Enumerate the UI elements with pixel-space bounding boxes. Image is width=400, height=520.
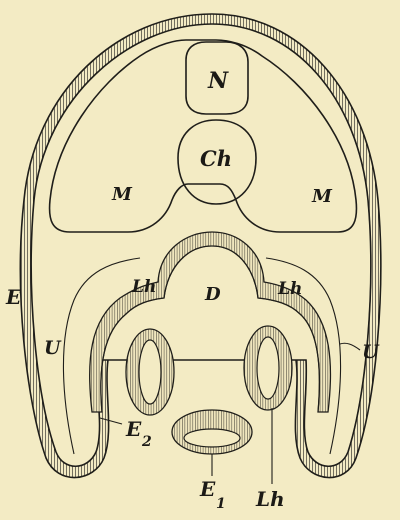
- label-Ch: Ch: [200, 146, 232, 171]
- label-E1: E: [199, 477, 216, 501]
- label-E: E: [5, 285, 22, 309]
- gut-endoderm-arch: [90, 232, 331, 412]
- label-E2-main: E: [125, 417, 142, 441]
- label-E2: E: [125, 417, 142, 441]
- ring-bottom-inner: [184, 429, 240, 447]
- pointer-u-right: [340, 343, 360, 350]
- label-U-left: U: [44, 337, 62, 359]
- label-E2-subscript: 2: [141, 434, 152, 450]
- label-Lh-bottom: Lh: [255, 487, 285, 511]
- label-N: N: [207, 68, 229, 94]
- label-E1-main: E: [199, 477, 216, 501]
- ring-right-inner: [257, 337, 279, 399]
- label-U-right: U: [362, 341, 380, 363]
- label-E1-subscript: 1: [216, 496, 226, 512]
- ring-left-inner: [139, 340, 161, 404]
- label-D: D: [204, 284, 221, 305]
- label-Lh-left: Lh: [131, 277, 156, 297]
- label-Lh-right: Lh: [277, 279, 302, 299]
- label-M-left: M: [111, 184, 133, 205]
- label-M-right: M: [311, 186, 333, 207]
